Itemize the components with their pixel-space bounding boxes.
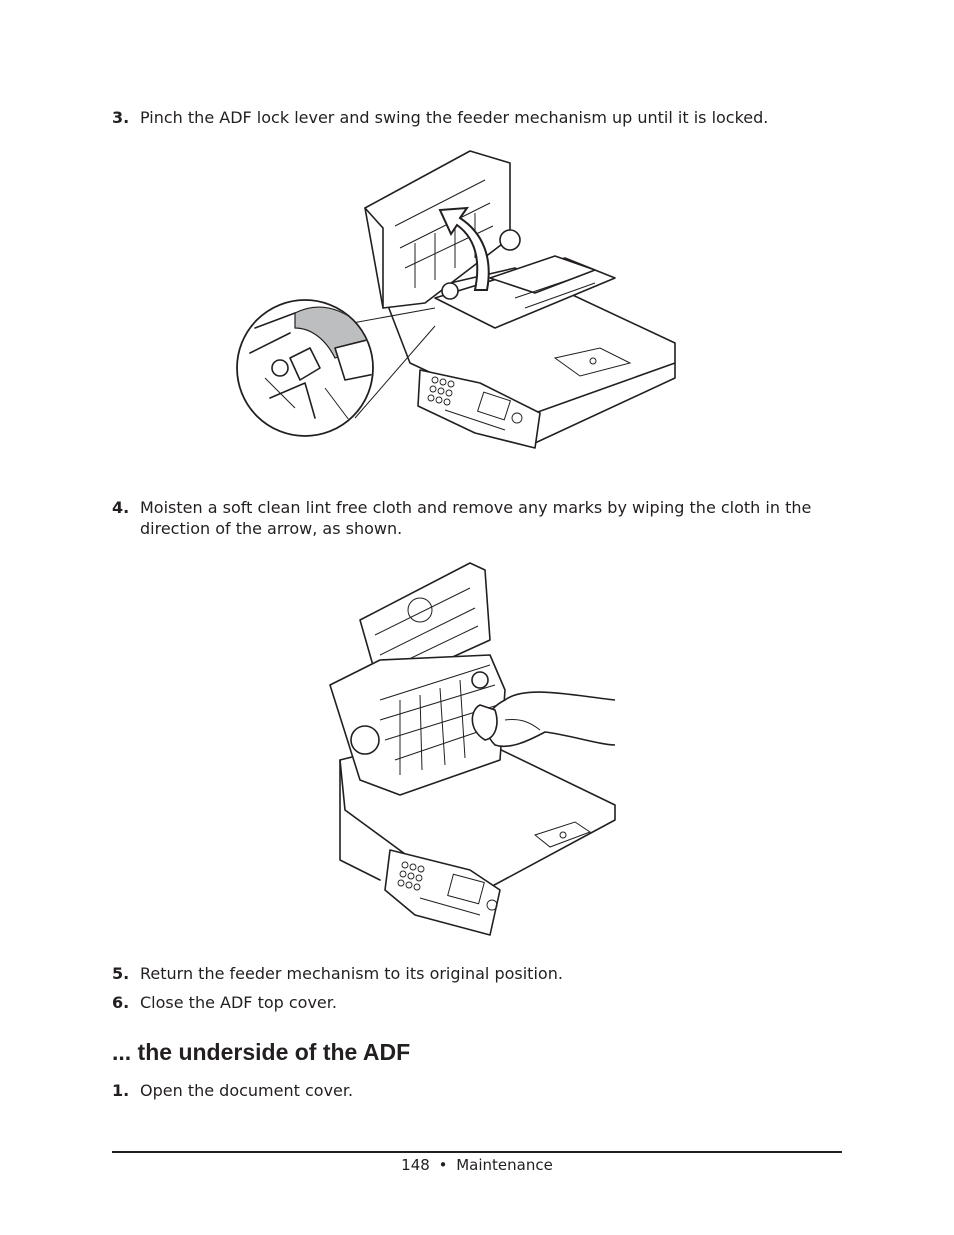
step-number: 5. xyxy=(112,964,130,983)
step-text: Moisten a soft clean lint free cloth and… xyxy=(140,498,812,538)
adf-lock-lever-illustration xyxy=(236,150,676,449)
wipe-rollers-illustration xyxy=(329,562,616,936)
step-number: 6. xyxy=(112,993,130,1012)
footer-rule xyxy=(112,1151,842,1153)
step-text: Pinch the ADF lock lever and swing the f… xyxy=(140,108,769,127)
step-text: Close the ADF top cover. xyxy=(140,993,337,1012)
step-text: Open the document cover. xyxy=(140,1081,354,1100)
page-number: 148 xyxy=(401,1156,430,1174)
footer-separator: • xyxy=(438,1156,448,1174)
step-number: 4. xyxy=(112,498,130,517)
step-text: Return the feeder mechanism to its origi… xyxy=(140,964,563,983)
section-heading: ... the underside of the ADF xyxy=(112,1039,411,1065)
page-footer: 148 • Maintenance xyxy=(0,1156,954,1174)
step-number: 3. xyxy=(112,108,130,127)
step-number: 1. xyxy=(112,1081,130,1100)
footer-section: Maintenance xyxy=(456,1156,553,1174)
